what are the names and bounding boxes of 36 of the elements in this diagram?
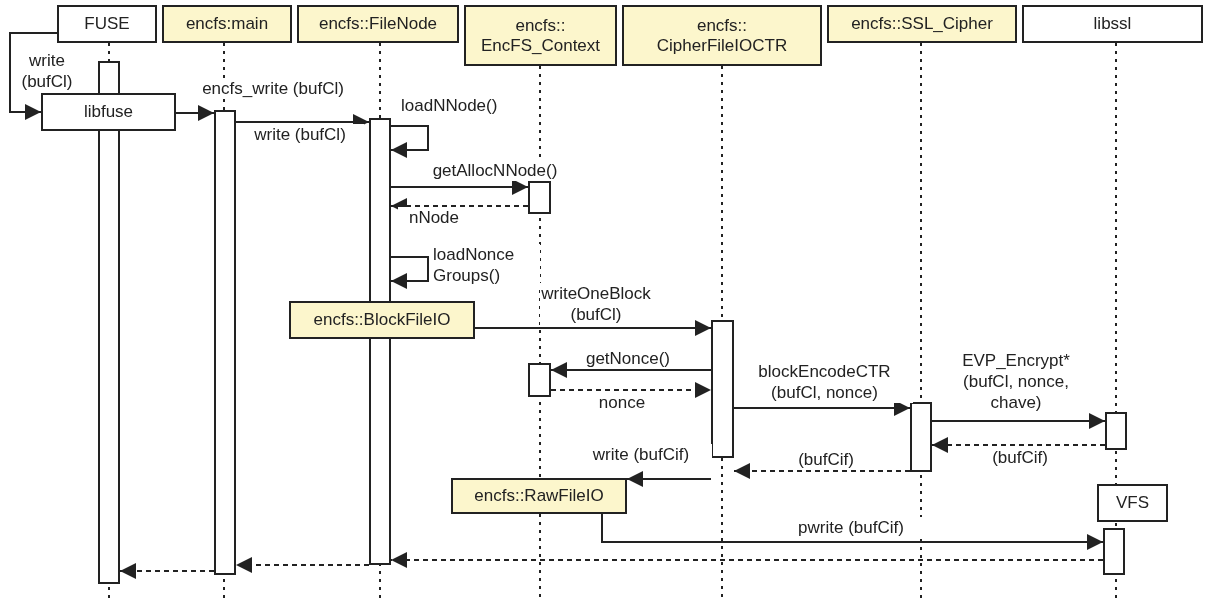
component-box: VFS <box>1097 484 1168 522</box>
message-arrow <box>601 513 1104 550</box>
object-box: encfs::RawFileIO <box>451 478 627 514</box>
object-box: encfs::BlockFileIO <box>289 301 475 339</box>
activation-bar <box>528 181 551 214</box>
activation-bar <box>214 110 236 575</box>
return-arrow <box>235 557 370 573</box>
participant-box: encfs:: CipherFileIOCTR <box>622 5 822 66</box>
message-arrow <box>175 105 215 121</box>
edge-label: loadNonce Groups() <box>432 244 540 286</box>
return-arrow <box>390 552 1104 568</box>
participant-box: encfs:main <box>162 5 292 43</box>
message-arrow <box>550 362 712 378</box>
activation-bar <box>910 402 932 472</box>
participant-box: encfs:: EncFS_Context <box>464 5 617 66</box>
self-call-arrow <box>390 125 429 158</box>
participant-box: libssl <box>1022 5 1203 43</box>
activation-bar <box>711 320 734 458</box>
return-arrow <box>931 437 1106 453</box>
return-arrow <box>550 382 712 398</box>
return-arrow <box>733 463 911 479</box>
edge-label: writeOneBlock (bufCl) <box>540 283 652 325</box>
activation-bar <box>1105 412 1127 450</box>
activation-bar <box>528 363 551 397</box>
activation-bar <box>1103 528 1125 575</box>
self-call-arrow <box>390 256 429 289</box>
participant-box: encfs::SSL_Cipher <box>827 5 1017 43</box>
component-box: libfuse <box>41 93 176 131</box>
message-arrow <box>9 32 58 120</box>
message-arrow <box>474 320 712 336</box>
message-arrow <box>626 471 712 487</box>
return-arrow <box>119 563 215 579</box>
message-arrow <box>390 179 529 195</box>
message-arrow <box>931 413 1106 429</box>
participant-box: encfs::FileNode <box>297 5 459 43</box>
participant-box: FUSE <box>57 5 157 43</box>
